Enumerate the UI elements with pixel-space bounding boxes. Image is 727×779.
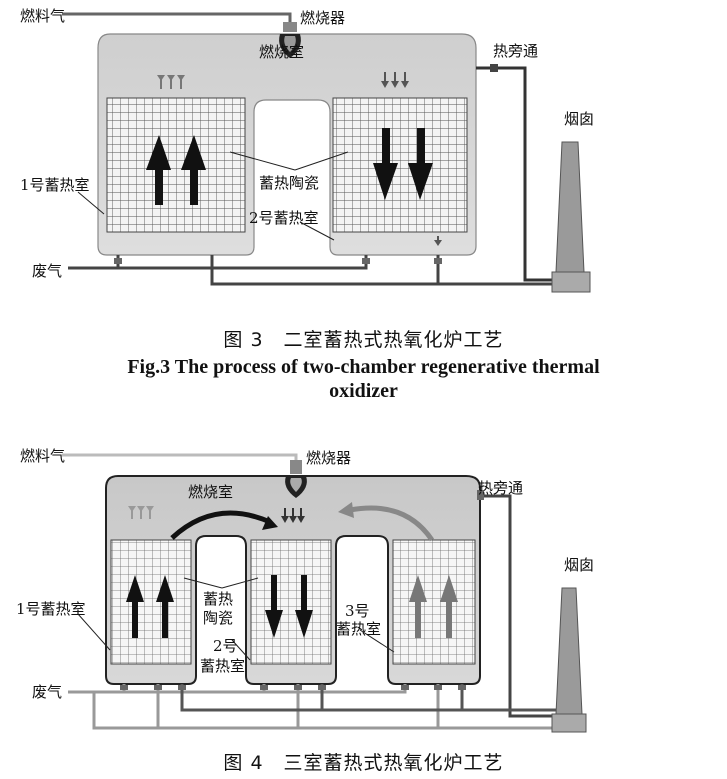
small-up-arrows-icon	[157, 75, 185, 89]
valve-icon	[434, 258, 442, 264]
up-arrow-icon	[156, 575, 174, 638]
combustion-chamber-label: 燃烧室	[188, 483, 234, 501]
leader-line	[294, 151, 349, 171]
valve-icon	[362, 258, 370, 264]
small-down-arrows-icon	[381, 72, 409, 88]
figure-4-diagram	[62, 453, 587, 733]
burner-label: 燃烧器	[306, 449, 352, 467]
up-arrow-icon	[409, 575, 427, 638]
up-arrow-icon	[440, 575, 458, 638]
exhaust-inlet-pipe	[68, 255, 368, 270]
combustion-chamber-label: 燃烧室	[259, 43, 305, 61]
chimney-icon	[551, 141, 591, 293]
ceramic-label-line2: 陶瓷	[203, 609, 234, 627]
fuel-gas-label: 燃料气	[20, 7, 66, 25]
leader-line	[231, 639, 251, 661]
up-arrow-icon	[146, 135, 171, 205]
exhaust-label: 废气	[32, 262, 63, 280]
burner-icon	[279, 22, 301, 58]
ceramic-label: 蓄热陶瓷	[259, 174, 320, 192]
exhaust-inlet-pipe	[68, 684, 407, 694]
up-arrow-icon	[126, 575, 144, 638]
fuel-gas-pipe	[62, 453, 298, 460]
flow-arrow-icon	[170, 510, 271, 540]
leader-line	[229, 151, 296, 171]
leader-line	[77, 191, 105, 215]
ceramic-bed-1	[106, 97, 246, 233]
fuel-gas-label: 燃料气	[20, 447, 66, 465]
purge-pipe	[92, 692, 556, 730]
small-down-arrows-icon	[281, 508, 305, 523]
figure-3-caption-en-line2: oxidizer	[329, 380, 398, 402]
figure-3-caption-en: Fig.3 The process of two-chamber regener…	[0, 355, 727, 403]
figure-3-diagram	[62, 12, 591, 293]
bypass-valve-icon	[477, 490, 484, 500]
ceramic-bed-3	[392, 539, 476, 665]
chimney-label: 烟囱	[564, 110, 595, 128]
figure-3-caption-cn: 图 3 二室蓄热式热氧化炉工艺	[223, 329, 504, 351]
bypass-label: 热旁通	[478, 479, 524, 497]
burner-label: 燃烧器	[300, 9, 346, 27]
flow-arrow-icon	[349, 505, 435, 542]
chamber-3-label-line1: 3号	[345, 602, 370, 620]
ceramic-bed-2	[250, 539, 332, 665]
chamber-2-label-line2: 蓄热室	[200, 657, 246, 675]
flow-arrow-icon	[338, 502, 354, 518]
down-arrow-icon	[408, 128, 433, 200]
small-up-arrows-icon	[128, 506, 154, 519]
burner-icon	[285, 460, 307, 498]
leader-line	[359, 629, 395, 653]
up-arrow-icon	[181, 135, 206, 205]
valve-icon	[114, 258, 122, 264]
exhaust-outlet-pipe	[180, 684, 556, 712]
ceramic-bed-1	[110, 539, 192, 665]
down-arrow-icon	[295, 575, 313, 638]
exhaust-label: 废气	[32, 683, 63, 701]
figure-4-caption-cn: 图 4 三室蓄热式热氧化炉工艺	[223, 752, 504, 774]
bypass-pipe	[480, 494, 556, 718]
down-arrow-icon	[265, 575, 283, 638]
chamber-2-label-line1: 2号	[213, 637, 238, 655]
fuel-gas-pipe	[62, 12, 292, 22]
leader-line	[183, 577, 223, 589]
leader-line	[77, 613, 111, 651]
ceramic-label-line1: 蓄热	[203, 590, 234, 608]
down-arrow-icon	[373, 128, 398, 200]
chimney-icon	[551, 587, 587, 733]
small-down-arrow-icon	[434, 236, 442, 246]
leader-line	[221, 577, 259, 589]
flow-arrow-icon	[262, 516, 278, 530]
valve-icon	[120, 685, 466, 690]
chimney-label: 烟囱	[564, 556, 595, 574]
figure-3-caption-en-line1: Fig.3 The process of two-chamber regener…	[127, 356, 600, 378]
chamber-1-label: 1号蓄热室	[20, 176, 90, 194]
chamber-1-label: 1号蓄热室	[16, 600, 86, 618]
leader-line	[299, 221, 335, 241]
chamber-2-label: 2号蓄热室	[249, 209, 319, 227]
chamber-3-label-line2: 蓄热室	[336, 620, 382, 638]
bypass-label: 热旁通	[493, 42, 539, 60]
bypass-pipe	[476, 66, 552, 282]
ceramic-bed-2	[332, 97, 468, 233]
bypass-valve-icon	[490, 64, 498, 72]
